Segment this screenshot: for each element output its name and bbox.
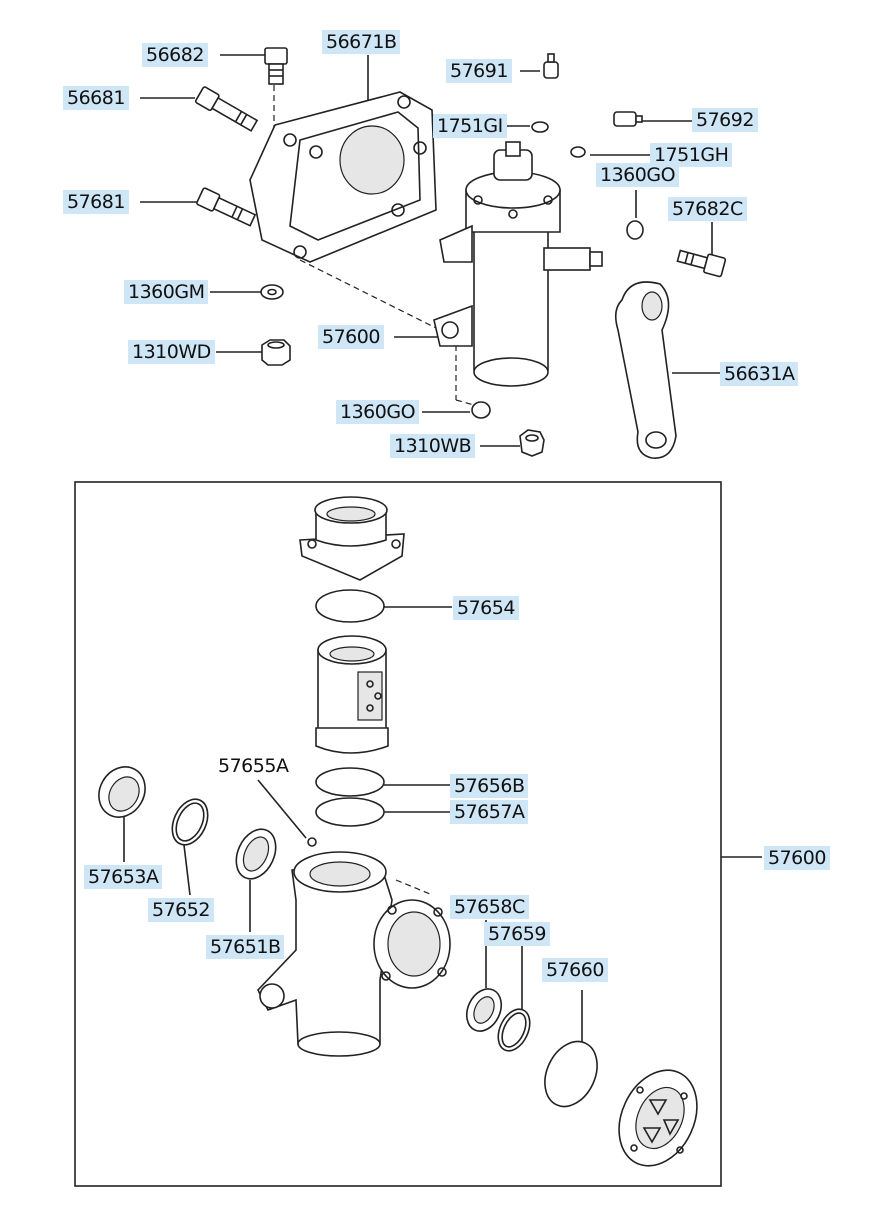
callout-57660[interactable]: 57660 [542, 958, 608, 982]
callout-56671B[interactable]: 56671B [322, 30, 401, 54]
callout-56682[interactable]: 56682 [142, 43, 208, 67]
callout-57682C[interactable]: 57682C [668, 197, 747, 221]
leader-lines [140, 54, 720, 447]
callout-57658C[interactable]: 57658C [450, 895, 529, 919]
housing-drawing [257, 851, 451, 1057]
ring-57652-drawing [171, 798, 209, 846]
valve-body-drawing [315, 635, 389, 754]
callout-57653A[interactable]: 57653A [84, 865, 163, 889]
callout-1751GI[interactable]: 1751GI [433, 114, 507, 138]
subassembly-leader-lines [123, 606, 583, 1044]
subassembly-frame [74, 481, 722, 1187]
callout-57651B[interactable]: 57651B [206, 935, 285, 959]
nut-1310WB-drawing [519, 429, 545, 457]
callout-57600-box[interactable]: 57600 [764, 846, 830, 870]
bolt-57681-drawing [196, 187, 257, 227]
callout-57652[interactable]: 57652 [148, 898, 214, 922]
callout-57691[interactable]: 57691 [446, 59, 512, 83]
seal-57653A-drawing [98, 766, 146, 818]
fitting-57691-drawing [543, 53, 559, 79]
end-cover-drawing [618, 1069, 698, 1167]
callout-57657A[interactable]: 57657A [450, 800, 529, 824]
callout-57681[interactable]: 57681 [63, 190, 129, 214]
pitman-arm-56631A-drawing [614, 281, 677, 459]
bolt-56681-drawing [194, 86, 259, 132]
washer-1751GH-drawing [570, 146, 586, 158]
callout-57656B[interactable]: 57656B [450, 774, 529, 798]
bracket-56671B-drawing [249, 91, 437, 263]
label-57655A[interactable]: 57655A [218, 755, 289, 777]
callout-57600-top[interactable]: 57600 [318, 325, 384, 349]
callout-57659[interactable]: 57659 [484, 922, 550, 946]
washer-1360GO-bottom-drawing [471, 401, 491, 419]
callout-1360GM[interactable]: 1360GM [124, 280, 209, 304]
ring-57659-drawing [497, 1008, 531, 1052]
seal-57651B-drawing [235, 828, 277, 880]
callout-1310WD[interactable]: 1310WD [128, 340, 215, 364]
gearbox-57600-drawing [433, 141, 603, 387]
washer-1751GI-drawing [531, 121, 549, 133]
nut-1310WD-drawing [261, 339, 291, 366]
bolt-56682-drawing [264, 47, 288, 85]
callout-1360GO-top[interactable]: 1360GO [596, 163, 680, 187]
ball-57655A-drawing [307, 837, 317, 847]
callout-1360GO-bottom[interactable]: 1360GO [336, 400, 420, 424]
seal-57657A-drawing [315, 797, 385, 827]
callout-57692[interactable]: 57692 [692, 108, 758, 132]
washer-1360GM-drawing [260, 284, 284, 300]
o-ring-57660-drawing [544, 1040, 598, 1108]
o-ring-57654-drawing [315, 589, 385, 623]
seal-57656B-drawing [315, 767, 385, 797]
callout-56681[interactable]: 56681 [63, 86, 129, 110]
bolt-57682C-drawing [676, 249, 727, 278]
callout-57654[interactable]: 57654 [453, 596, 519, 620]
callout-1310WB[interactable]: 1310WB [390, 434, 476, 458]
upper-flange-drawing [299, 496, 405, 581]
fitting-57692-drawing [613, 111, 643, 127]
seal-57658C-drawing [465, 988, 503, 1032]
callout-56631A[interactable]: 56631A [720, 362, 799, 386]
washer-1360GO-top-drawing [626, 220, 644, 240]
